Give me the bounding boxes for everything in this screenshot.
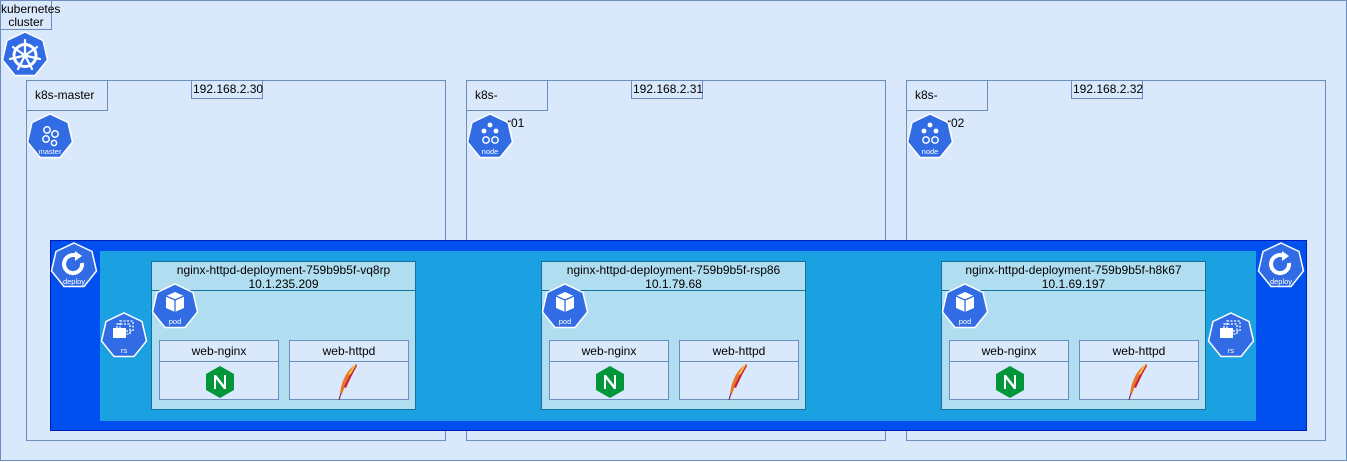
node-icon-label: node [922,147,939,156]
container-name: web-nginx [160,341,278,362]
apache-feather-icon [338,364,357,401]
node-name: k8s-worker01 [466,80,548,130]
container-web-httpd: web-httpd [289,340,409,401]
rs-icon-right: rs [1207,312,1255,358]
deploy-icon-label: deploy [1270,277,1292,286]
container-name: web-nginx [550,341,668,362]
nginx-icon [596,366,624,398]
master-icon: master [26,113,74,159]
deploy-icon-right: deploy [1257,242,1305,288]
pod-name: nginx-httpd-deployment-759b9b5f-vq8rp [176,263,391,277]
container-name: web-httpd [290,341,408,362]
node-ip: 192.168.2.31 [631,80,703,99]
kubernetes-helm-icon [1,31,49,77]
pod-icon-label: pod [559,317,572,326]
nginx-icon [206,366,234,398]
container-web-httpd: web-httpd [679,340,799,401]
pod-name: nginx-httpd-deployment-759b9b5f-rsp86 [566,263,781,277]
cluster-label: kubernetes cluster [0,0,60,30]
rs-icon-label: rs [1228,346,1234,355]
node-icon: node [466,113,514,159]
container-web-nginx: web-nginx [549,340,669,400]
container-web-nginx: web-nginx [949,340,1069,400]
master-icon-label: master [39,147,62,156]
node-icon: node [906,113,954,159]
apache-feather-icon [728,364,747,401]
deploy-icon-left: deploy [50,242,98,288]
pod-icon: pod [151,283,199,329]
pod-icon-label: pod [959,317,972,326]
container-name: web-httpd [1080,341,1198,362]
container-name: web-httpd [680,341,798,362]
node-icon-label: node [482,147,499,156]
container-web-nginx: web-nginx [159,340,279,400]
rs-icon-left: rs [100,312,148,358]
pod-ip: 10.1.235.209 [248,277,319,291]
apache-feather-icon [1128,364,1147,401]
container-web-httpd: web-httpd [1079,340,1199,401]
pod-title: nginx-httpd-deployment-759b9b5f-h8k67 10… [941,261,1206,291]
rs-icon-label: rs [121,346,127,355]
pod-icon: pod [941,283,989,329]
pod-icon: pod [541,283,589,329]
cluster-label-text: kubernetes cluster [1,2,61,29]
node-ip: 192.168.2.30 [191,80,263,99]
node-ip: 192.168.2.32 [1071,80,1143,99]
container-name: web-nginx [950,341,1068,362]
nginx-icon [996,366,1024,398]
node-name: k8s-master [26,80,108,111]
pod-title: nginx-httpd-deployment-759b9b5f-vq8rp 10… [151,261,416,291]
deploy-icon-label: deploy [63,277,85,286]
pod-title: nginx-httpd-deployment-759b9b5f-rsp86 10… [541,261,806,291]
pod-ip: 10.1.79.68 [645,277,702,291]
pod-name: nginx-httpd-deployment-759b9b5f-h8k67 [965,263,1182,277]
pod-ip: 10.1.69.197 [1041,277,1106,291]
node-name: k8s-worker02 [906,80,988,130]
pod-icon-label: pod [169,317,182,326]
